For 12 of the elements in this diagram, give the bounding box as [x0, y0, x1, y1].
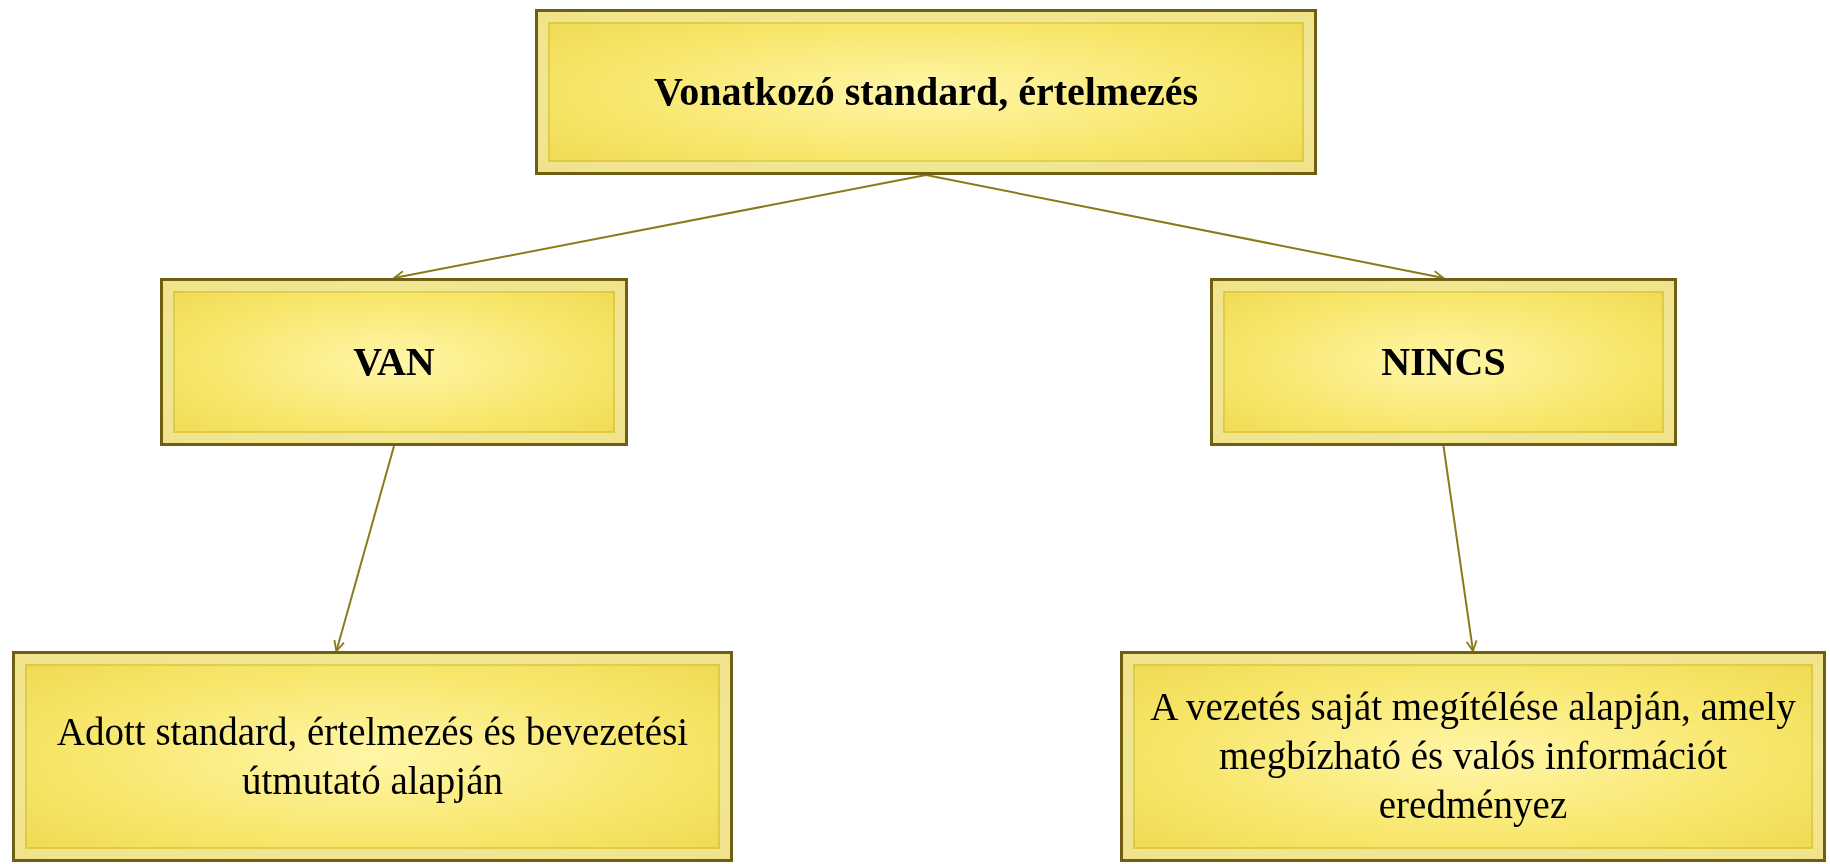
box-label: NINCS — [1381, 338, 1506, 386]
box-label: Vonatkozó standard, értelmezés — [654, 68, 1198, 116]
box-label: VAN — [353, 338, 435, 386]
arrow — [1442, 445, 1478, 652]
box-label: Adott standard, értelmezés és bevezetési útmutató alapján — [55, 708, 690, 805]
process-box — [535, 9, 1317, 175]
process-box — [160, 278, 628, 446]
process-box — [1120, 651, 1826, 862]
process-box — [12, 651, 733, 862]
arrow — [333, 445, 395, 652]
box-label: A vezetés saját megítélése alapján, amely megbízható és valós információt eredményez — [1149, 684, 1797, 829]
process-box — [1210, 278, 1677, 446]
